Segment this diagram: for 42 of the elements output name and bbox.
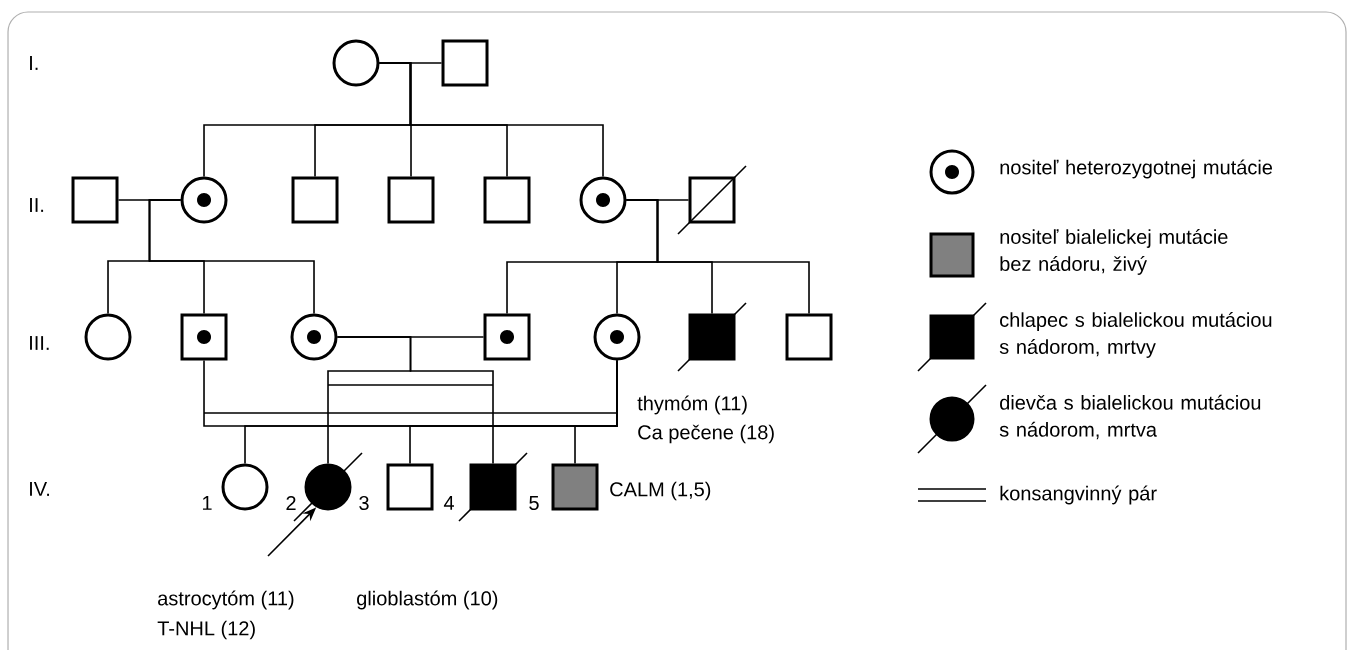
legend-text: konsangvinný pár xyxy=(1000,485,1157,505)
marriage-line xyxy=(203,359,618,427)
legend-text: nositeľ heterozygotnej mutácie xyxy=(1000,159,1273,179)
number-label: 4 xyxy=(443,496,454,510)
descent-line xyxy=(148,199,315,315)
diagnosis-label: Ca pečene (18) xyxy=(638,424,774,444)
male-symbol xyxy=(180,313,228,361)
generation-label: III. xyxy=(30,336,49,350)
female-symbol xyxy=(579,176,627,224)
male-symbol xyxy=(386,463,434,511)
diagnosis-label: T-NHL (12) xyxy=(157,620,255,640)
female-symbol xyxy=(332,39,380,87)
male-symbol xyxy=(387,176,435,224)
female-symbol xyxy=(593,313,641,361)
genotype-label: CALM (1,5) xyxy=(610,481,711,501)
male-symbol xyxy=(483,313,531,361)
legend-text: chlapec s bialelickou mutáciou s nádorom, mrtvy xyxy=(999,312,1272,358)
descent-line xyxy=(625,199,810,315)
legend-text: dievča s bialelickou mutáciou s nádorom, mrtva xyxy=(999,394,1261,440)
male-symbol xyxy=(677,165,747,235)
male-symbol xyxy=(71,176,119,224)
descent-line xyxy=(574,359,618,465)
number-label: 5 xyxy=(529,496,539,510)
male-symbol xyxy=(785,313,833,361)
male-symbol xyxy=(483,176,531,224)
generation-label: IV. xyxy=(30,482,50,496)
female-symbol xyxy=(290,313,338,361)
male-symbol xyxy=(291,176,339,224)
number-label: 2 xyxy=(286,496,296,510)
diagnosis-label: astrocytóm (11) xyxy=(158,590,294,610)
diagnosis-label: glioblastóm (10) xyxy=(357,590,498,610)
descent-line xyxy=(378,62,604,178)
female-symbol xyxy=(180,176,228,224)
number-label: 3 xyxy=(359,495,369,511)
legend-text: nositeľ bialelickej mutácie bez nádoru, živý xyxy=(1000,229,1228,275)
male-symbol xyxy=(441,39,489,87)
descent-line xyxy=(336,336,494,465)
female-symbol xyxy=(84,313,132,361)
generation-label: II. xyxy=(30,198,44,212)
diagnosis-label: thymóm (11) xyxy=(637,395,747,415)
generation-label: I. xyxy=(30,56,38,70)
female-symbol xyxy=(221,463,269,511)
